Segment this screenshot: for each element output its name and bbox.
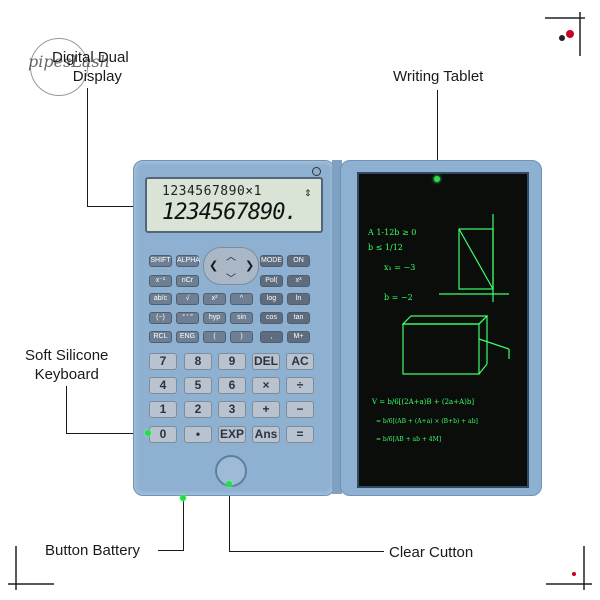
writing-tablet-screen[interactable] [357,172,529,488]
power-indicator-icon [312,167,321,176]
display-callout-line-h [87,206,145,207]
number-key[interactable]: = [286,426,314,443]
function-key[interactable]: ENG [176,331,199,343]
function-key[interactable]: tan [287,312,310,324]
number-key[interactable]: 8 [184,353,212,370]
lcd-arrow-icon: ⇕ [304,188,312,198]
number-key[interactable]: 5 [184,377,212,394]
tablet-drawing [401,214,510,375]
function-key[interactable]: M+ [287,331,310,343]
function-key[interactable]: ln [287,293,310,305]
label-button-battery: Button Battery [45,542,141,559]
nav-down-icon[interactable]: ﹀ [226,274,236,285]
keyboard-callout-line-v [66,386,67,433]
number-key[interactable]: + [252,401,280,418]
function-key[interactable]: log [260,293,283,305]
function-key[interactable]: ^ [230,293,253,305]
function-key[interactable]: x⁻¹ [149,275,172,287]
function-key[interactable]: ON [287,255,310,267]
tablet-note-2: b ≤ 1/12 [368,243,403,252]
tablet-note-1: A 1-12b ≥ 0 [368,228,417,237]
function-key[interactable]: hyp [203,312,226,324]
function-key[interactable]: x² [203,293,226,305]
keyboard-callout-line-h [66,433,148,434]
label-keyboard-line2: Keyboard [34,366,99,383]
battery-indicator-dot [180,495,186,501]
function-key[interactable]: cos [260,312,283,324]
tablet-note-3: x₁ = −3 [384,263,416,272]
label-digital-dual-display: Digital Dual Display [52,48,129,86]
function-key[interactable]: MODE [260,255,283,267]
label-keyboard-line1: Soft Silicone [25,347,109,364]
lcd-bottom-line: 1234567890. [162,200,298,225]
function-key[interactable]: ab/c [149,293,172,305]
number-key[interactable]: DEL [252,353,280,370]
function-key[interactable]: sin [230,312,253,324]
keyboard-indicator-dot [145,430,151,436]
corner-ornament-bottom-right [544,544,594,594]
tablet-note-6: = b/6[(AB + (A+a) × (B+b) + ab] [376,418,478,425]
number-key[interactable]: ÷ [286,377,314,394]
label-display-line1: Digital Dual [52,49,129,66]
number-key[interactable]: − [286,401,314,418]
number-key[interactable]: 7 [149,353,177,370]
tablet-indicator-dot [434,176,440,182]
battery-callout-line-v [183,498,184,551]
tablet-note-5: V = b/6[(2A+a)B + (2a+A)b] [372,398,475,406]
number-key[interactable]: 9 [218,353,246,370]
clear-callout-line-v [229,484,230,552]
lcd-top-line: 1234567890×1 [162,184,262,199]
function-key[interactable]: ° ′ ″ [176,312,199,324]
tablet-note-7: = b/6[AB + ab + 4M] [376,436,442,443]
corner-ornament-bottom-left [6,544,56,594]
function-key[interactable]: RCL [149,331,172,343]
battery-callout-line-h [158,550,183,551]
tablet-note-4: b = −2 [384,293,413,302]
label-display-line2: Display [72,68,122,85]
number-key[interactable]: 3 [218,401,246,418]
number-key[interactable]: 6 [218,377,246,394]
function-key[interactable]: Pol( [260,275,283,287]
nav-left-icon[interactable]: ❮ [209,260,219,272]
hinge [332,160,342,494]
navigation-pad[interactable]: ︿ ﹀ ❮ ❯ [203,247,259,285]
function-key[interactable]: x³ [287,275,310,287]
function-key[interactable]: nCr [176,275,199,287]
number-key[interactable]: 4 [149,377,177,394]
function-key[interactable]: SHIFT [149,255,172,267]
label-writing-tablet: Writing Tablet [393,68,484,85]
function-key[interactable]: ) [230,331,253,343]
watermark-circle [30,38,88,96]
number-key[interactable]: 2 [184,401,212,418]
label-clear-button: Clear Cutton [389,544,474,561]
function-key[interactable]: ( [203,331,226,343]
number-key[interactable]: AC [286,353,314,370]
display-callout-line-v [87,88,88,206]
label-soft-silicone-keyboard: Soft Silicone Keyboard [25,346,108,384]
clear-callout-line-h [229,551,384,552]
function-key[interactable]: (−) [149,312,172,324]
number-key[interactable]: 1 [149,401,177,418]
clear-indicator-dot [226,481,232,487]
number-key[interactable]: • [184,426,212,443]
function-key[interactable]: , [260,331,283,343]
number-key[interactable]: Ans [252,426,280,443]
number-key[interactable]: × [252,377,280,394]
lcd-display [145,177,323,233]
function-key[interactable]: ALPHA [176,255,200,267]
nav-right-icon[interactable]: ❯ [245,260,255,272]
number-key[interactable]: EXP [218,426,246,443]
nav-up-icon[interactable]: ︿ [226,252,236,263]
function-key[interactable]: √ [176,293,199,305]
tablet-callout-line [437,90,438,178]
corner-ornament-top-right [540,8,590,58]
number-key[interactable]: 0 [149,426,177,443]
